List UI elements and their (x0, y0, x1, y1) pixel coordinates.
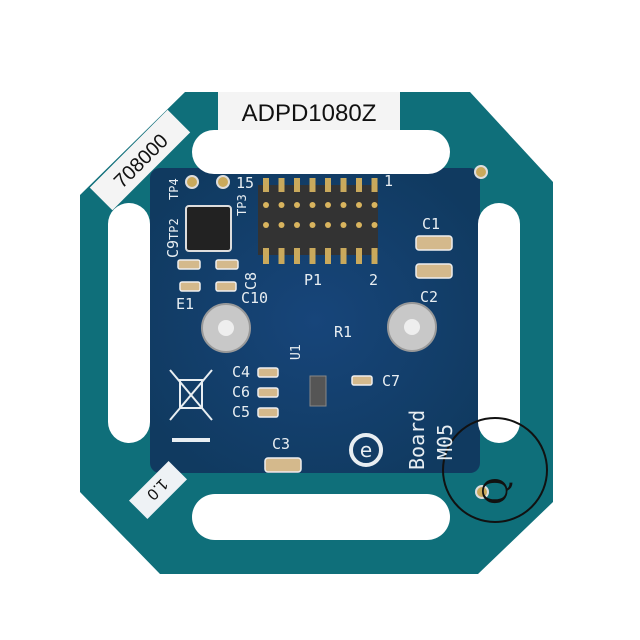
connector-pin-leg (309, 248, 316, 264)
silk-pin2: 2 (369, 271, 378, 289)
left-slot (108, 203, 150, 443)
connector-pin (325, 202, 331, 208)
silk-c10: C10 (241, 289, 268, 307)
connector-pin-leg (356, 178, 362, 192)
connector-pin (356, 202, 362, 208)
silk-p1: P1 (304, 271, 322, 289)
silk-tp3: TP3 (235, 194, 249, 216)
silk-c2: C2 (420, 288, 438, 306)
connector-pin (278, 202, 285, 208)
connector-pin-leg (278, 248, 285, 264)
connector-pin-leg (340, 248, 347, 264)
connector-p1 (258, 178, 378, 264)
connector-pin-leg (294, 248, 300, 264)
silk-c5: C5 (232, 403, 250, 421)
silk-pin1: 1 (384, 172, 393, 190)
silk-tp4: TP4 (167, 178, 181, 200)
mounting-pad-bottom-right (475, 485, 489, 499)
connector-pin-leg (340, 178, 347, 192)
mounting-pad-top-right (474, 165, 488, 179)
e-recycle-icon: e (349, 433, 383, 467)
connector-pin (340, 202, 347, 208)
connector-pin (309, 222, 316, 228)
optical-sensor-u1 (309, 375, 327, 407)
connector-pin (325, 222, 331, 228)
part-label-sticker (218, 92, 400, 130)
test-point-tp3 (216, 175, 230, 189)
connector-pin (278, 222, 285, 228)
connector-pin (294, 222, 300, 228)
connector-pin (263, 222, 269, 228)
connector-pin-leg (294, 178, 300, 192)
silk-c6: C6 (232, 383, 250, 401)
silk-c9: C9 (164, 240, 182, 258)
connector-pin-leg (371, 178, 378, 192)
svg-text:e: e (360, 438, 372, 462)
top-slot (192, 130, 450, 174)
connector-pin-leg (356, 248, 362, 264)
silk-c7: C7 (382, 372, 400, 390)
capacitors (177, 235, 453, 473)
handwritten-mark: Q (476, 477, 516, 505)
silk-c3: C3 (272, 435, 290, 453)
silk-c4: C4 (232, 363, 250, 381)
silk-board: Board (405, 410, 429, 470)
silk-e1: E1 (176, 295, 194, 313)
connector-pin (263, 202, 269, 208)
right-slot (478, 203, 520, 443)
connector-pin (371, 222, 378, 228)
part-label: ADPD1080Z (242, 100, 377, 127)
serial-label-sticker (89, 109, 191, 211)
silk-r1: R1 (334, 323, 352, 341)
silk-c1: C1 (422, 215, 440, 233)
bottom-slot (192, 494, 450, 540)
connector-pin (294, 202, 300, 208)
connector-pin (371, 202, 378, 208)
board-center-area (150, 168, 480, 473)
connector-pin-leg (263, 178, 269, 192)
silk-model: M05 (433, 424, 457, 460)
silk-c8: C8 (242, 272, 260, 290)
connector-pin-leg (263, 248, 269, 264)
connector-pin (356, 222, 362, 228)
rev-label-sticker (129, 461, 187, 519)
handwritten-circle (442, 417, 548, 523)
connector-pin-leg (325, 248, 331, 264)
sensor-ic (185, 205, 232, 252)
silk-pin15: 15 (236, 174, 254, 192)
connector-pin-leg (278, 178, 285, 192)
weee-bin-icon (169, 369, 213, 442)
connector-pin (309, 202, 316, 208)
connector-pin-leg (325, 178, 331, 192)
connector-pin-leg (371, 248, 378, 264)
connector-pin (340, 222, 347, 228)
silk-u1: U1 (289, 344, 304, 360)
test-point-tp4 (185, 175, 199, 189)
connector-pin-leg (309, 178, 316, 192)
silk-tp2: TP2 (167, 218, 181, 240)
